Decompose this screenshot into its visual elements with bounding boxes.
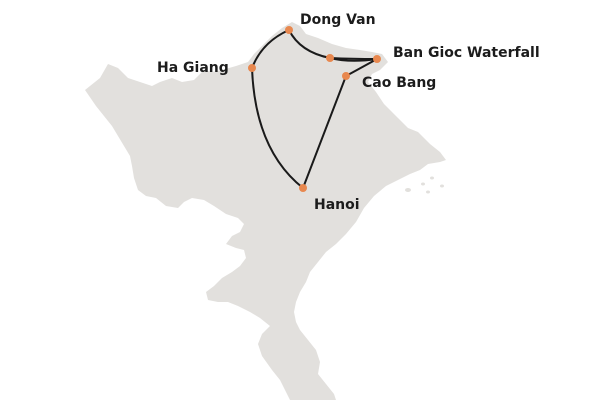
route-cao-bang-hanoi bbox=[302, 75, 347, 189]
label-dong-van: Dong Van bbox=[300, 12, 376, 28]
island bbox=[426, 190, 430, 194]
stop-intermediate[interactable] bbox=[326, 54, 334, 62]
stop-ha-giang[interactable] bbox=[248, 64, 256, 72]
stop-cao-bang[interactable] bbox=[342, 72, 350, 80]
stop-dong-van[interactable] bbox=[285, 26, 293, 34]
land-mass bbox=[85, 22, 446, 400]
route-hanoi-ha-giang bbox=[251, 67, 304, 189]
island bbox=[440, 184, 444, 188]
label-ha-giang: Ha Giang bbox=[157, 60, 229, 76]
route-ban-gioc-cao-bang bbox=[345, 58, 378, 77]
route-dong-van-mid bbox=[288, 29, 331, 59]
stops bbox=[248, 26, 381, 192]
island bbox=[430, 176, 434, 180]
island bbox=[405, 188, 411, 192]
stop-ban-gioc[interactable] bbox=[373, 55, 381, 63]
label-cao-bang: Cao Bang bbox=[362, 75, 437, 91]
label-hanoi: Hanoi bbox=[314, 197, 360, 213]
route-ha-giang-dong-van bbox=[251, 29, 290, 69]
label-ban-gioc: Ban Gioc Waterfall bbox=[393, 45, 540, 61]
stop-hanoi[interactable] bbox=[299, 184, 307, 192]
route-mid-ban-gioc-2 bbox=[329, 57, 378, 60]
island bbox=[421, 182, 425, 186]
